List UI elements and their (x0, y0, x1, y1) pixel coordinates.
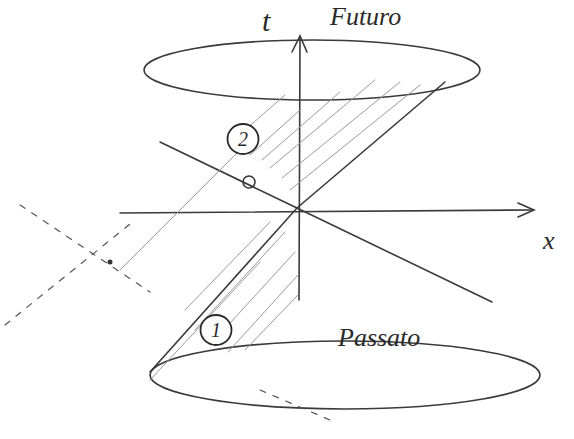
x-arrowhead (518, 203, 534, 217)
region-label: Passato (338, 325, 420, 351)
axis-label: t (262, 6, 270, 36)
event-dot (108, 260, 113, 265)
cone-line (160, 142, 492, 302)
t-axis (299, 38, 300, 300)
event-circle (243, 176, 255, 188)
future-ellipse (144, 40, 480, 100)
t-arrowhead (292, 36, 307, 52)
region-label: Futuro (330, 4, 401, 30)
axis-label: x (543, 228, 555, 254)
circled-number: 2 (226, 122, 260, 156)
cone-line (150, 82, 445, 372)
past-ellipse (150, 341, 540, 409)
x-axis (120, 210, 532, 213)
callout-number: 2 (226, 129, 260, 149)
callout-number: 1 (199, 320, 233, 340)
circled-number: 1 (199, 313, 233, 347)
